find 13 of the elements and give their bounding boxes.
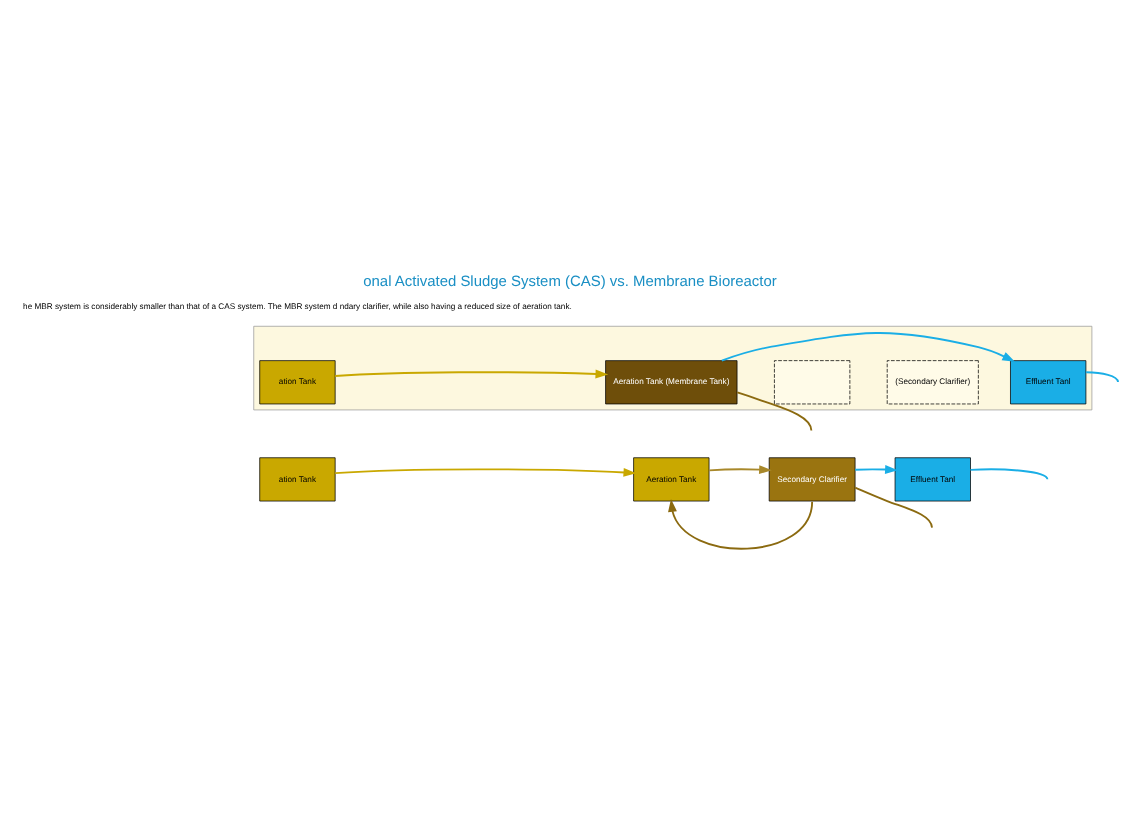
node-box [774, 360, 851, 405]
arrow [334, 468, 637, 477]
arrow [334, 369, 609, 379]
arrow [854, 465, 898, 474]
cluster [253, 325, 1093, 411]
arrow [708, 465, 772, 475]
diagram-title: onal Activated Sludge System (CAS) vs. Membrane Bioreactor [363, 271, 777, 290]
connector [854, 486, 933, 529]
arrow [720, 332, 1015, 362]
arrow [668, 499, 814, 550]
connector [969, 468, 1049, 481]
connector [736, 391, 813, 432]
connector [1085, 371, 1119, 383]
